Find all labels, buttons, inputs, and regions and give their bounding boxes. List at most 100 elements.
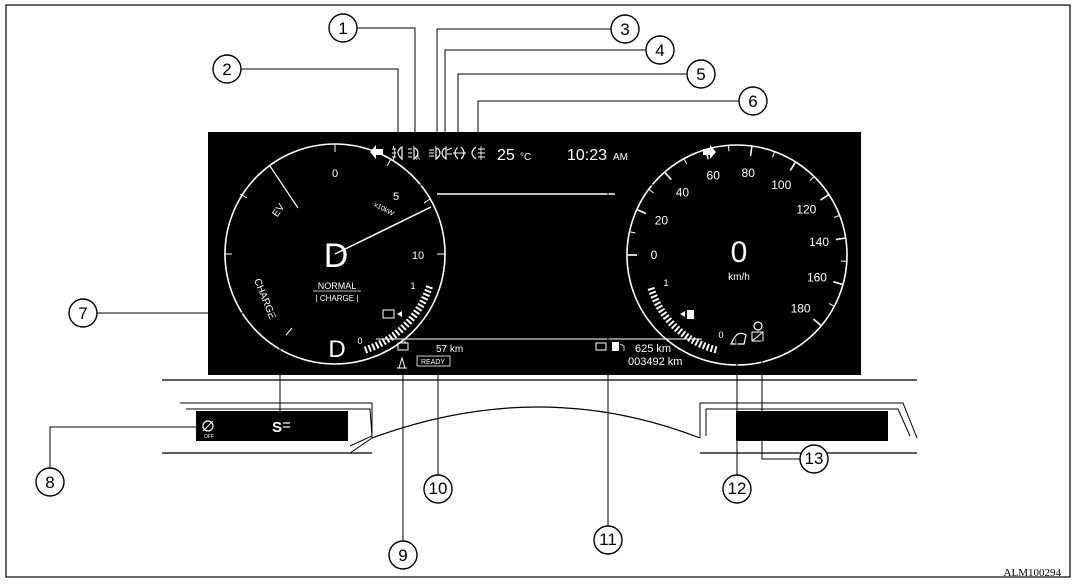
power-tick-0: 0 xyxy=(332,168,338,180)
range-battery-fuel-icon xyxy=(595,342,625,351)
speedometer-tick xyxy=(809,176,815,182)
svg-text:6: 6 xyxy=(748,92,757,111)
outside-temperature: 25 xyxy=(497,147,515,164)
automatic-high-beam-icon: A xyxy=(408,145,420,162)
svg-text:S: S xyxy=(272,419,282,436)
fuel-tick-1: 1 xyxy=(663,278,668,288)
clock-suffix: AM xyxy=(613,152,628,163)
left-panel-outline xyxy=(180,402,373,454)
speedometer-tick xyxy=(772,151,776,158)
speedometer-tick-label: 60 xyxy=(707,168,721,182)
svg-text:OFF: OFF xyxy=(204,434,214,440)
ready-indicator: READY xyxy=(416,355,451,367)
front-fog-light-icon xyxy=(392,145,403,161)
callout-7: 7 xyxy=(68,298,98,328)
speedometer-tick-label: 20 xyxy=(655,214,669,228)
charge-plug-icon: S xyxy=(272,419,290,436)
temperature-unit: °C xyxy=(520,152,531,163)
speedometer-tick xyxy=(629,231,636,234)
svg-text:1: 1 xyxy=(338,19,347,38)
traction-control-off-icon: OFF xyxy=(202,420,214,440)
ev-battery-icon xyxy=(397,341,409,351)
speed-unit: km/h xyxy=(728,272,750,283)
regen-tick-0: 0 xyxy=(357,336,362,346)
speedometer-tick xyxy=(664,171,672,181)
speedometer-tick-label: 40 xyxy=(676,185,690,199)
left-indicator-panel xyxy=(196,411,348,441)
callout-4: 4 xyxy=(645,35,675,65)
svg-text:3: 3 xyxy=(620,20,629,39)
total-range-value: 625 km xyxy=(635,343,671,355)
drive-submode-label: | CHARGE | xyxy=(316,294,359,303)
speedometer-tick xyxy=(749,145,753,157)
speedometer-tick xyxy=(789,161,797,171)
svg-text:9: 9 xyxy=(398,546,407,565)
gear-position-large: D xyxy=(324,237,349,275)
power-meter-needle xyxy=(334,206,432,255)
ready-label: READY xyxy=(421,359,445,366)
bottom-info-row: 57 km 625 km 003492 km READY ! xyxy=(376,321,764,369)
gear-position-small: D xyxy=(328,336,345,363)
callout-11: 11 xyxy=(593,525,623,555)
speedometer-tick-label: 120 xyxy=(796,202,816,216)
speed-value: 0 xyxy=(731,236,748,269)
callout-1: 1 xyxy=(328,13,358,43)
speedometer-tick xyxy=(833,214,840,219)
odometer-value: 003492 km xyxy=(628,356,682,368)
svg-text:10: 10 xyxy=(429,479,448,498)
regen-charge-bar xyxy=(363,283,434,354)
svg-text:5: 5 xyxy=(696,65,705,84)
right-panel-outline xyxy=(699,402,918,439)
speedometer-tick xyxy=(835,237,846,241)
reference-code: ALM100294 xyxy=(1003,567,1061,579)
callout-10: 10 xyxy=(423,474,453,504)
callout-6: 6 xyxy=(738,86,768,116)
callout-2: 2 xyxy=(212,54,242,84)
power-meter-ev-tick xyxy=(269,165,299,209)
callout-13: 13 xyxy=(799,444,829,474)
low-beam-icon xyxy=(441,145,453,161)
power-tick-5: 5 xyxy=(393,191,399,203)
speedometer-tick xyxy=(833,281,844,286)
turn-signal-right-icon xyxy=(703,145,716,159)
speedometer-tick-label: 160 xyxy=(807,270,827,284)
dash-center-curve xyxy=(371,406,701,439)
fuel-gauge-bar xyxy=(647,286,718,354)
drive-mode-label: NORMAL xyxy=(318,281,357,291)
speedometer-tick xyxy=(813,318,822,327)
speedometer-tick xyxy=(636,208,647,215)
fuel-tick-0: 0 xyxy=(718,330,723,340)
svg-text:A: A xyxy=(416,156,420,162)
callout-8: 8 xyxy=(35,467,65,497)
service-reminder-icon xyxy=(397,356,407,369)
seatbelt-warning-icon xyxy=(751,321,764,342)
tpms-warning-icon: ! xyxy=(730,332,747,345)
fuel-pump-icon xyxy=(680,310,694,319)
speedometer-tick xyxy=(683,158,688,165)
svg-text:4: 4 xyxy=(655,41,664,60)
right-indicator-panel xyxy=(736,411,888,441)
clock-time: 10:23 xyxy=(567,147,607,164)
callout-markers: 1 2 3 4 5 6 7 8 9 10 11 12 13 xyxy=(35,13,829,570)
callout-3: 3 xyxy=(610,14,640,44)
power-tick-10: 10 xyxy=(412,250,424,262)
speedometer-tick xyxy=(828,303,835,307)
callout-12: 12 xyxy=(722,474,752,504)
callout-5: 5 xyxy=(686,59,716,89)
svg-text:13: 13 xyxy=(805,449,824,468)
diagram-frame xyxy=(5,4,1071,578)
svg-text:12: 12 xyxy=(728,479,747,498)
speedometer-tick-label: 180 xyxy=(791,301,811,315)
left-panel-inner xyxy=(186,408,373,447)
speedometer-tick xyxy=(820,193,830,201)
speedometer-tick xyxy=(648,188,654,194)
callout-9: 9 xyxy=(388,540,418,570)
svg-text:7: 7 xyxy=(78,304,87,323)
speedometer-tick-label: 140 xyxy=(809,235,829,249)
ev-range-value: 57 km xyxy=(436,344,463,355)
speedometer-tick-label: 0 xyxy=(651,248,658,262)
callout-leader-lines xyxy=(49,27,800,541)
svg-text:2: 2 xyxy=(222,60,231,79)
